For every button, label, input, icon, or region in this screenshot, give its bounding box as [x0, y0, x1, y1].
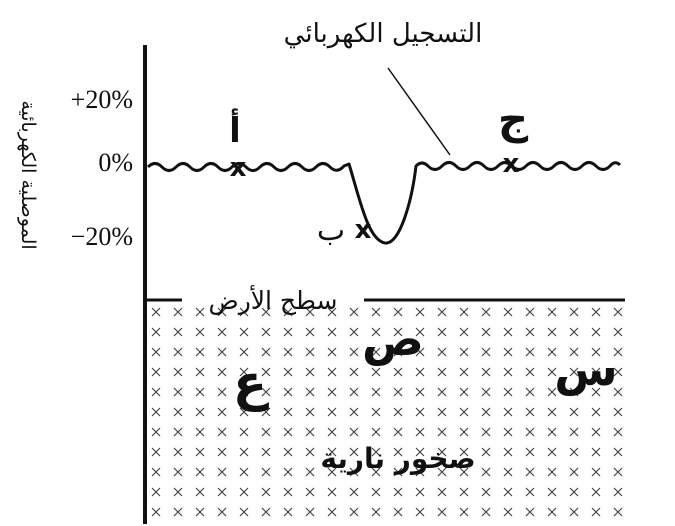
point-b-label: ب — [317, 213, 345, 248]
point-a-label: أ — [229, 108, 241, 151]
igneous-rock-area — [145, 302, 625, 524]
point-a-marker: x — [230, 153, 247, 183]
region-sin-label: س — [554, 342, 617, 396]
region-sad-label: ص — [362, 312, 424, 366]
point-b-marker: x — [355, 215, 372, 245]
region-ain-label: ع — [233, 354, 269, 412]
electrical-recording-trace — [146, 161, 622, 245]
ground-surface-label: سطح الأرض — [208, 284, 337, 316]
point-c-label: ج — [498, 94, 529, 143]
recording-leader-line — [387, 67, 451, 156]
y-axis-title: الموصلية الكهربائية — [17, 100, 39, 249]
recording-title: التسجيل الكهربائي — [284, 19, 483, 49]
y-tick-plus20: +20% — [71, 85, 133, 114]
point-c-marker: x — [503, 149, 520, 179]
y-tick-0: 0% — [98, 148, 133, 177]
y-tick-minus20: −20% — [71, 222, 133, 251]
igneous-rock-label: صخور نارية — [320, 442, 475, 475]
